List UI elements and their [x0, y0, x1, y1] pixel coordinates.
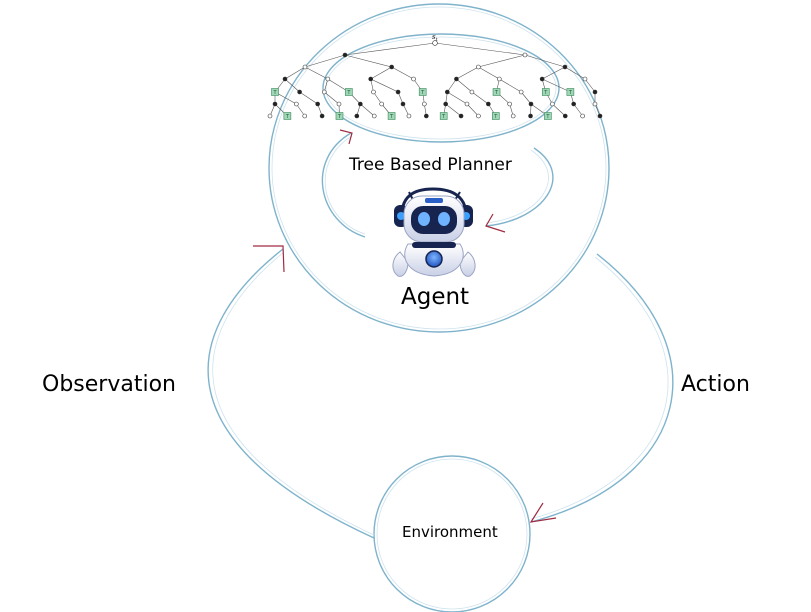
svg-text:T: T — [420, 90, 425, 96]
action-label: Action — [681, 372, 750, 397]
agent-label: Agent — [401, 284, 470, 310]
observation-label: Observation — [42, 372, 176, 397]
svg-text:T: T — [545, 114, 550, 120]
svg-text:T: T — [337, 114, 342, 120]
tree-planner-label: Tree Based Planner — [349, 155, 512, 175]
action-arrow — [529, 253, 674, 523]
observation-arrow — [207, 245, 375, 539]
plan-result-arrow — [485, 147, 554, 233]
svg-text:T: T — [272, 90, 277, 96]
svg-text:T: T — [543, 90, 548, 96]
search-tree-icon: T T T T T T T T T T T Tst — [267, 33, 603, 120]
svg-text:T: T — [389, 114, 394, 120]
svg-text:T: T — [346, 90, 351, 96]
svg-text:T: T — [494, 90, 499, 96]
svg-text:T: T — [568, 90, 573, 96]
planner-ellipse — [322, 33, 560, 143]
agent-circle — [268, 3, 610, 333]
environment-label: Environment — [402, 523, 498, 541]
svg-text:T: T — [285, 114, 290, 120]
svg-text:T: T — [441, 114, 446, 120]
environment-circle — [373, 455, 531, 612]
svg-text:st: st — [432, 33, 439, 43]
plan-request-arrow — [321, 129, 366, 238]
robot-icon — [392, 187, 476, 277]
svg-text:T: T — [493, 114, 498, 120]
